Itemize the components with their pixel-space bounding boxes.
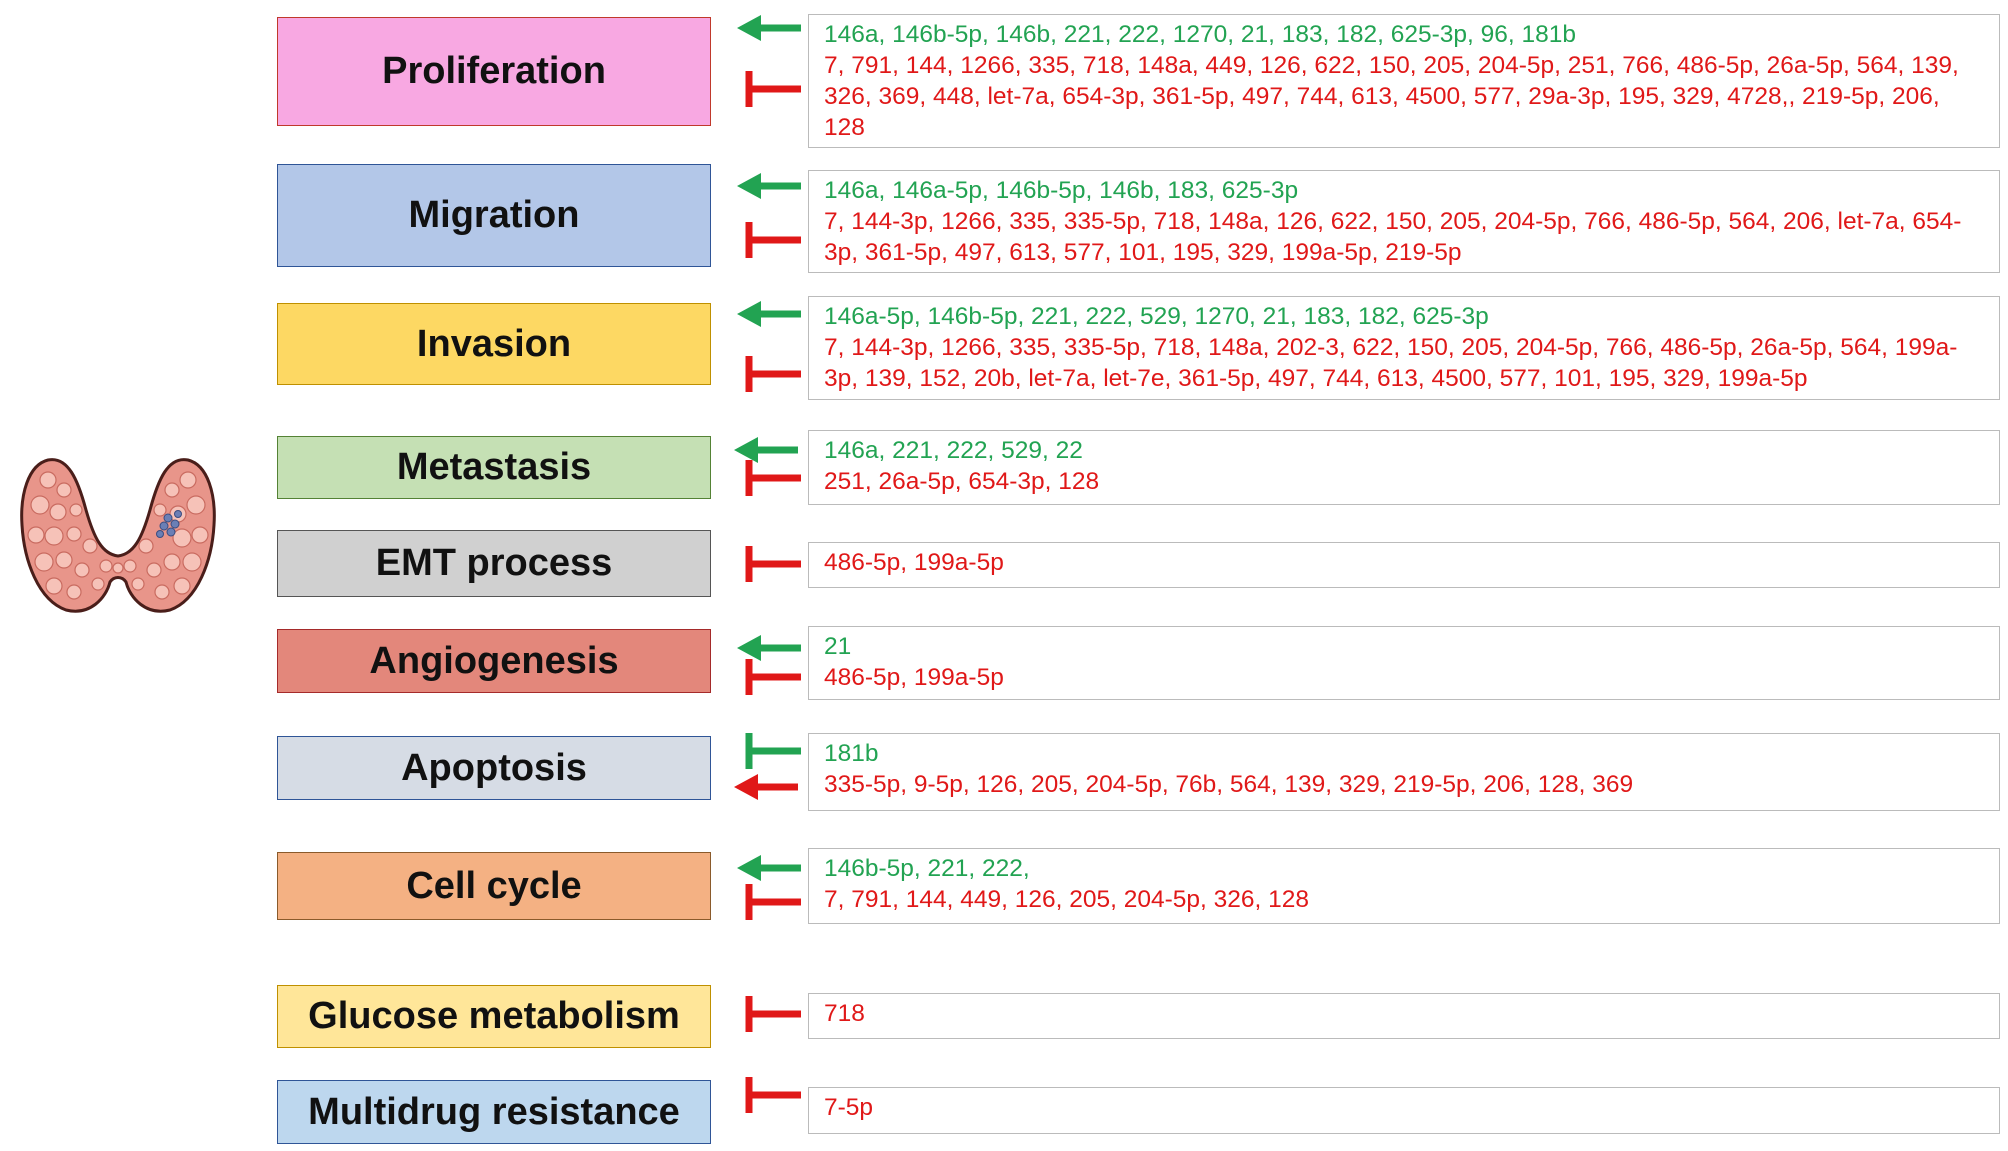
inhibit-tbar-icon bbox=[745, 996, 801, 1032]
process-box-glucose-metabolism: Glucose metabolism bbox=[277, 985, 711, 1048]
inhibit-tbar-icon bbox=[745, 546, 801, 582]
mirna-list-apoptosis: 181b 335-5p, 9-5p, 126, 205, 204-5p, 76b… bbox=[808, 733, 2000, 811]
downregulating-mirnas: 718 bbox=[824, 1000, 865, 1027]
promote-arrow-icon bbox=[737, 15, 801, 41]
downregulating-mirnas: 7-5p bbox=[824, 1094, 874, 1121]
downregulating-mirnas: 7, 791, 144, 1266, 335, 718, 148a, 449, … bbox=[824, 52, 1959, 141]
inhibit-tbar-icon bbox=[745, 659, 801, 695]
upregulating-mirnas: 21 bbox=[824, 633, 852, 660]
inhibit-tbar-icon bbox=[745, 1077, 801, 1113]
process-box-angiogenesis: Angiogenesis bbox=[277, 629, 711, 693]
process-box-invasion: Invasion bbox=[277, 303, 711, 385]
upregulating-mirnas: 146a, 146b-5p, 146b, 221, 222, 1270, 21,… bbox=[824, 21, 1576, 48]
mirna-list-proliferation: 146a, 146b-5p, 146b, 221, 222, 1270, 21,… bbox=[808, 14, 2000, 148]
promote-arrow-icon bbox=[737, 173, 801, 199]
downregulating-mirnas: 486-5p, 199a-5p bbox=[824, 549, 1004, 576]
mirna-list-angiogenesis: 21 486-5p, 199a-5p bbox=[808, 626, 2000, 700]
inhibit-tbar-icon bbox=[745, 356, 801, 392]
inhibit-tbar-icon bbox=[745, 884, 801, 920]
promote-arrow-icon bbox=[734, 437, 798, 463]
mirna-list-cell-cycle: 146b-5p, 221, 222, 7, 791, 144, 449, 126… bbox=[808, 848, 2000, 924]
mirna-list-multidrug-resistance: 7-5p bbox=[808, 1087, 2000, 1134]
downregulating-mirnas: 7, 144-3p, 1266, 335, 335-5p, 718, 148a,… bbox=[824, 334, 1958, 392]
inhibit-tbar-icon bbox=[745, 71, 801, 107]
downregulating-mirnas: 251, 26a-5p, 654-3p, 128 bbox=[824, 468, 1100, 495]
promote-arrow-icon bbox=[737, 301, 801, 327]
mirna-list-emt: 486-5p, 199a-5p bbox=[808, 542, 2000, 588]
mirna-list-invasion: 146a-5p, 146b-5p, 221, 222, 529, 1270, 2… bbox=[808, 296, 2000, 400]
downregulating-mirnas: 486-5p, 199a-5p bbox=[824, 664, 1004, 691]
inhibit-tbar-icon bbox=[745, 460, 801, 496]
downregulating-mirnas: 7, 791, 144, 449, 126, 205, 204-5p, 326,… bbox=[824, 886, 1309, 913]
promote-arrow-icon bbox=[734, 774, 798, 800]
upregulating-mirnas: 181b bbox=[824, 740, 879, 767]
thyroid-gland-icon bbox=[20, 458, 216, 613]
downregulating-mirnas: 7, 144-3p, 1266, 335, 335-5p, 718, 148a,… bbox=[824, 208, 1962, 266]
process-box-multidrug-resistance: Multidrug resistance bbox=[277, 1080, 711, 1144]
upregulating-mirnas: 146a, 146a-5p, 146b-5p, 146b, 183, 625-3… bbox=[824, 177, 1299, 204]
upregulating-mirnas: 146a-5p, 146b-5p, 221, 222, 529, 1270, 2… bbox=[824, 303, 1489, 330]
inhibit-tbar-icon bbox=[745, 733, 801, 769]
mirna-list-migration: 146a, 146a-5p, 146b-5p, 146b, 183, 625-3… bbox=[808, 170, 2000, 273]
mirna-list-glucose-metabolism: 718 bbox=[808, 993, 2000, 1039]
inhibit-tbar-icon bbox=[745, 222, 801, 258]
mirna-list-metastasis: 146a, 221, 222, 529, 22 251, 26a-5p, 654… bbox=[808, 430, 2000, 505]
promote-arrow-icon bbox=[737, 635, 801, 661]
process-box-apoptosis: Apoptosis bbox=[277, 736, 711, 800]
process-box-metastasis: Metastasis bbox=[277, 436, 711, 499]
upregulating-mirnas: 146b-5p, 221, 222, bbox=[824, 855, 1030, 882]
process-box-cell-cycle: Cell cycle bbox=[277, 852, 711, 920]
promote-arrow-icon bbox=[737, 855, 801, 881]
process-box-migration: Migration bbox=[277, 164, 711, 267]
downregulating-mirnas: 335-5p, 9-5p, 126, 205, 204-5p, 76b, 564… bbox=[824, 771, 1634, 798]
upregulating-mirnas: 146a, 221, 222, 529, 22 bbox=[824, 437, 1083, 464]
process-box-proliferation: Proliferation bbox=[277, 17, 711, 126]
process-box-emt: EMT process bbox=[277, 530, 711, 597]
